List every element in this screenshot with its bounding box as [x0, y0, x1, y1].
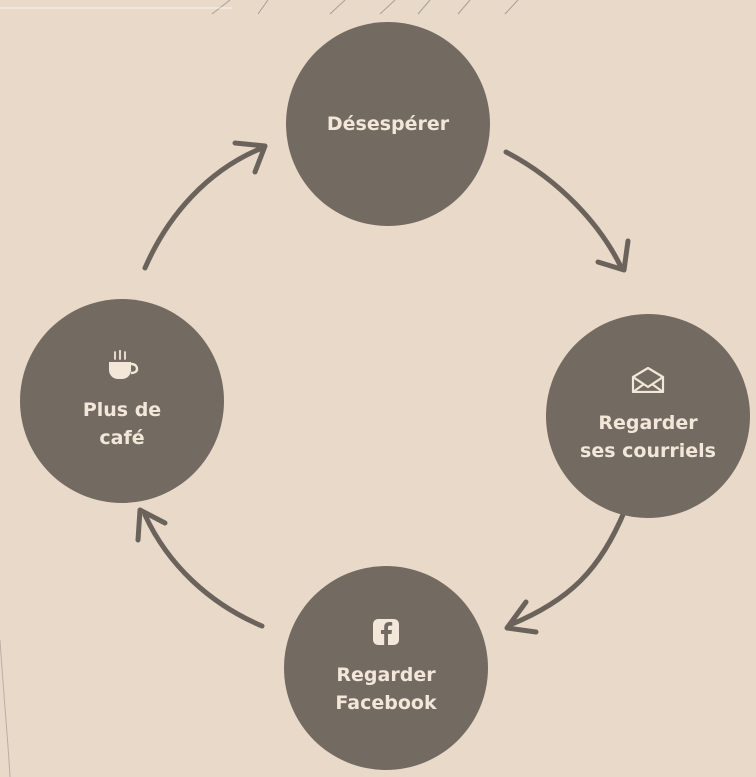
node-regarder-facebook-line2: Facebook — [335, 692, 437, 714]
node-plus-de-cafe: Plus de café — [20, 299, 224, 503]
arrow-right-to-bottom — [507, 507, 628, 628]
coffee-cup-icon — [105, 349, 139, 384]
node-regarder-courriels-line1: Regarder — [598, 412, 698, 434]
node-desesperer-label: Désespérer — [326, 113, 450, 135]
node-regarder-courriels-line2: ses courriels — [580, 440, 716, 462]
arrow-bottom-to-left — [142, 512, 265, 629]
arrow-head-right-bottom — [504, 599, 539, 635]
node-regarder-facebook: Regarder Facebook — [284, 566, 488, 770]
node-desesperer: Désespérer — [286, 22, 490, 226]
envelope-icon — [631, 366, 665, 397]
arrow-top-to-right — [503, 149, 623, 268]
facebook-icon — [373, 619, 399, 649]
node-regarder-facebook-line1: Regarder — [336, 664, 436, 686]
arrow-head-left-top — [232, 140, 268, 175]
node-regarder-courriels: Regarder ses courriels — [546, 314, 750, 518]
arrow-head-bottom-left — [135, 507, 168, 543]
arrow-left-to-top — [142, 145, 265, 271]
node-plus-de-cafe-line1: Plus de — [82, 399, 162, 421]
arrow-head-top-right — [595, 238, 631, 273]
node-plus-de-cafe-line2: café — [99, 427, 145, 449]
